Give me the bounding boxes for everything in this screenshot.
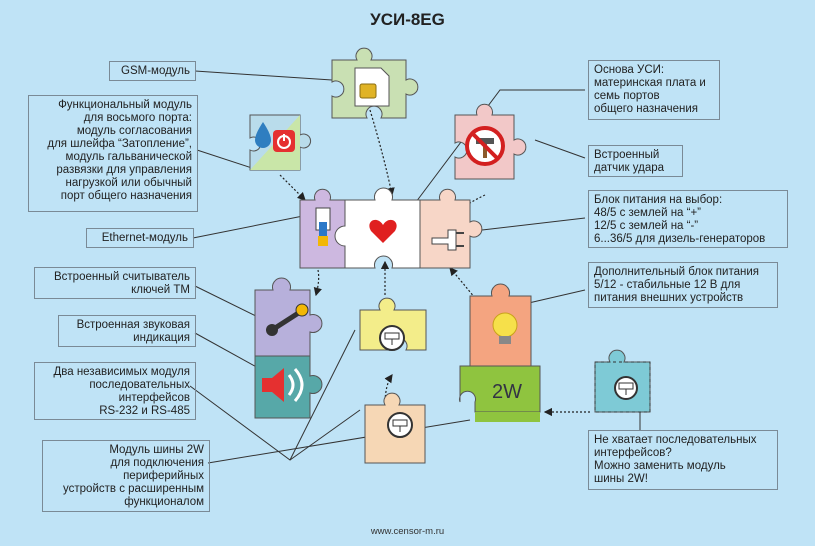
extra-power-piece [469,283,532,367]
tm-piece [254,277,323,357]
interface-connector-icon [387,412,413,438]
replace-piece [594,349,651,413]
shock-piece [454,103,527,180]
interface-connector-icon [379,325,405,351]
gsm-piece [331,47,419,119]
base-piece [334,187,421,269]
label-ethernet: Ethernet-модуль [86,228,194,248]
label-tm-reader: Встроенный считыватель ключей ТМ [34,267,196,299]
power-piece [419,188,483,269]
no-hammer-icon [465,126,505,166]
speaker-icon [262,368,304,402]
leader-base [409,89,585,211]
dotted-arrows [279,109,590,417]
leader-gsm [194,70,333,81]
key-fob-icon [266,303,309,336]
ethernet-plug-icon [315,207,331,246]
bus2w-piece [459,365,541,422]
page-title: УСИ-8EG [370,10,445,29]
ethernet-piece [299,188,346,269]
label-extra-power: Дополнительный блок питания 5/12 - стаби… [588,262,778,308]
leader-shock [534,139,586,159]
leader-bus2w [207,419,471,464]
leader-func [196,149,259,171]
label-replace: Не хватает последовательных интерфейсов?… [588,430,778,490]
interface-connector-icon [614,376,638,400]
leader-serial-2 [289,409,361,461]
power-icon [273,130,295,152]
label-gsm: GSM-модуль [109,61,196,81]
water-drop-icon [255,122,271,148]
sound-piece [254,355,323,419]
label-bus2w: Модуль шины 2W для подключения периферий… [42,440,210,512]
heart-icon [369,219,397,243]
label-func-module: Функциональный модуль для восьмого порта… [28,95,198,212]
label-serial: Два независимых модуля последовательных … [34,362,196,420]
puzzle-2w-label: 2W [492,381,522,403]
sim-card-icon [354,67,390,107]
label-sound: Встроенная звуковая индикация [58,315,196,347]
leader-power [464,217,586,233]
leader-sound [194,332,263,371]
light-bulb-icon [492,312,518,344]
func-module-piece [249,114,312,171]
label-base: Основа УСИ: материнская плата и семь пор… [588,60,720,120]
label-shock: Встроенный датчик удара [588,145,683,177]
serial-piece [359,297,427,351]
leader-ethernet [192,215,304,239]
label-power: Блок питания на выбор: 48/5 с землей на … [588,190,788,248]
power-plug-icon [431,229,464,251]
bus-piece [364,392,426,464]
footer-url: www.censor-m.ru [370,526,445,537]
leader-tm [194,285,265,321]
